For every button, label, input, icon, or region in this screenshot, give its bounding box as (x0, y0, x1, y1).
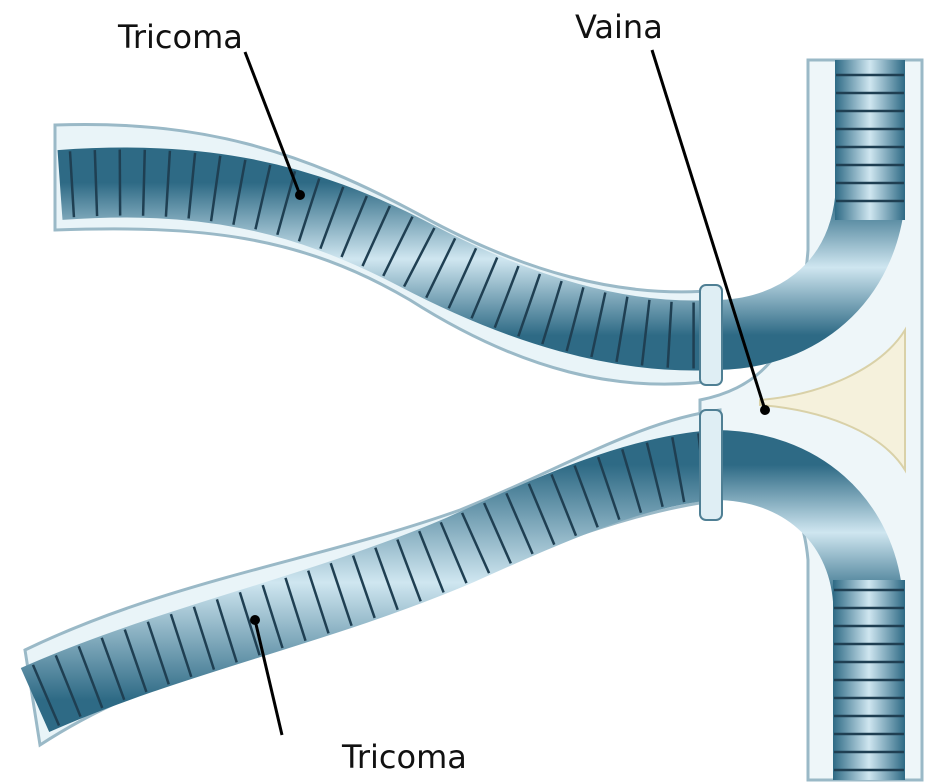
sheath-collar-lower (700, 410, 722, 520)
label-tricoma-bottom: Tricoma (342, 738, 467, 776)
label-tricoma-top: Tricoma (118, 18, 243, 56)
trichome-upper-body (60, 183, 715, 336)
label-vaina: Vaina (575, 8, 663, 46)
cell-wall (143, 150, 145, 216)
sheath-collar-upper (700, 285, 722, 385)
leader-dot-tricoma-top (295, 190, 305, 200)
leader-dot-vaina (760, 405, 770, 415)
trichome-vertical-upper (835, 60, 905, 220)
trichome-lower-bend (715, 465, 868, 600)
leader-dot-tricoma-bottom (250, 615, 260, 625)
trichome-upper-bend (715, 200, 870, 335)
